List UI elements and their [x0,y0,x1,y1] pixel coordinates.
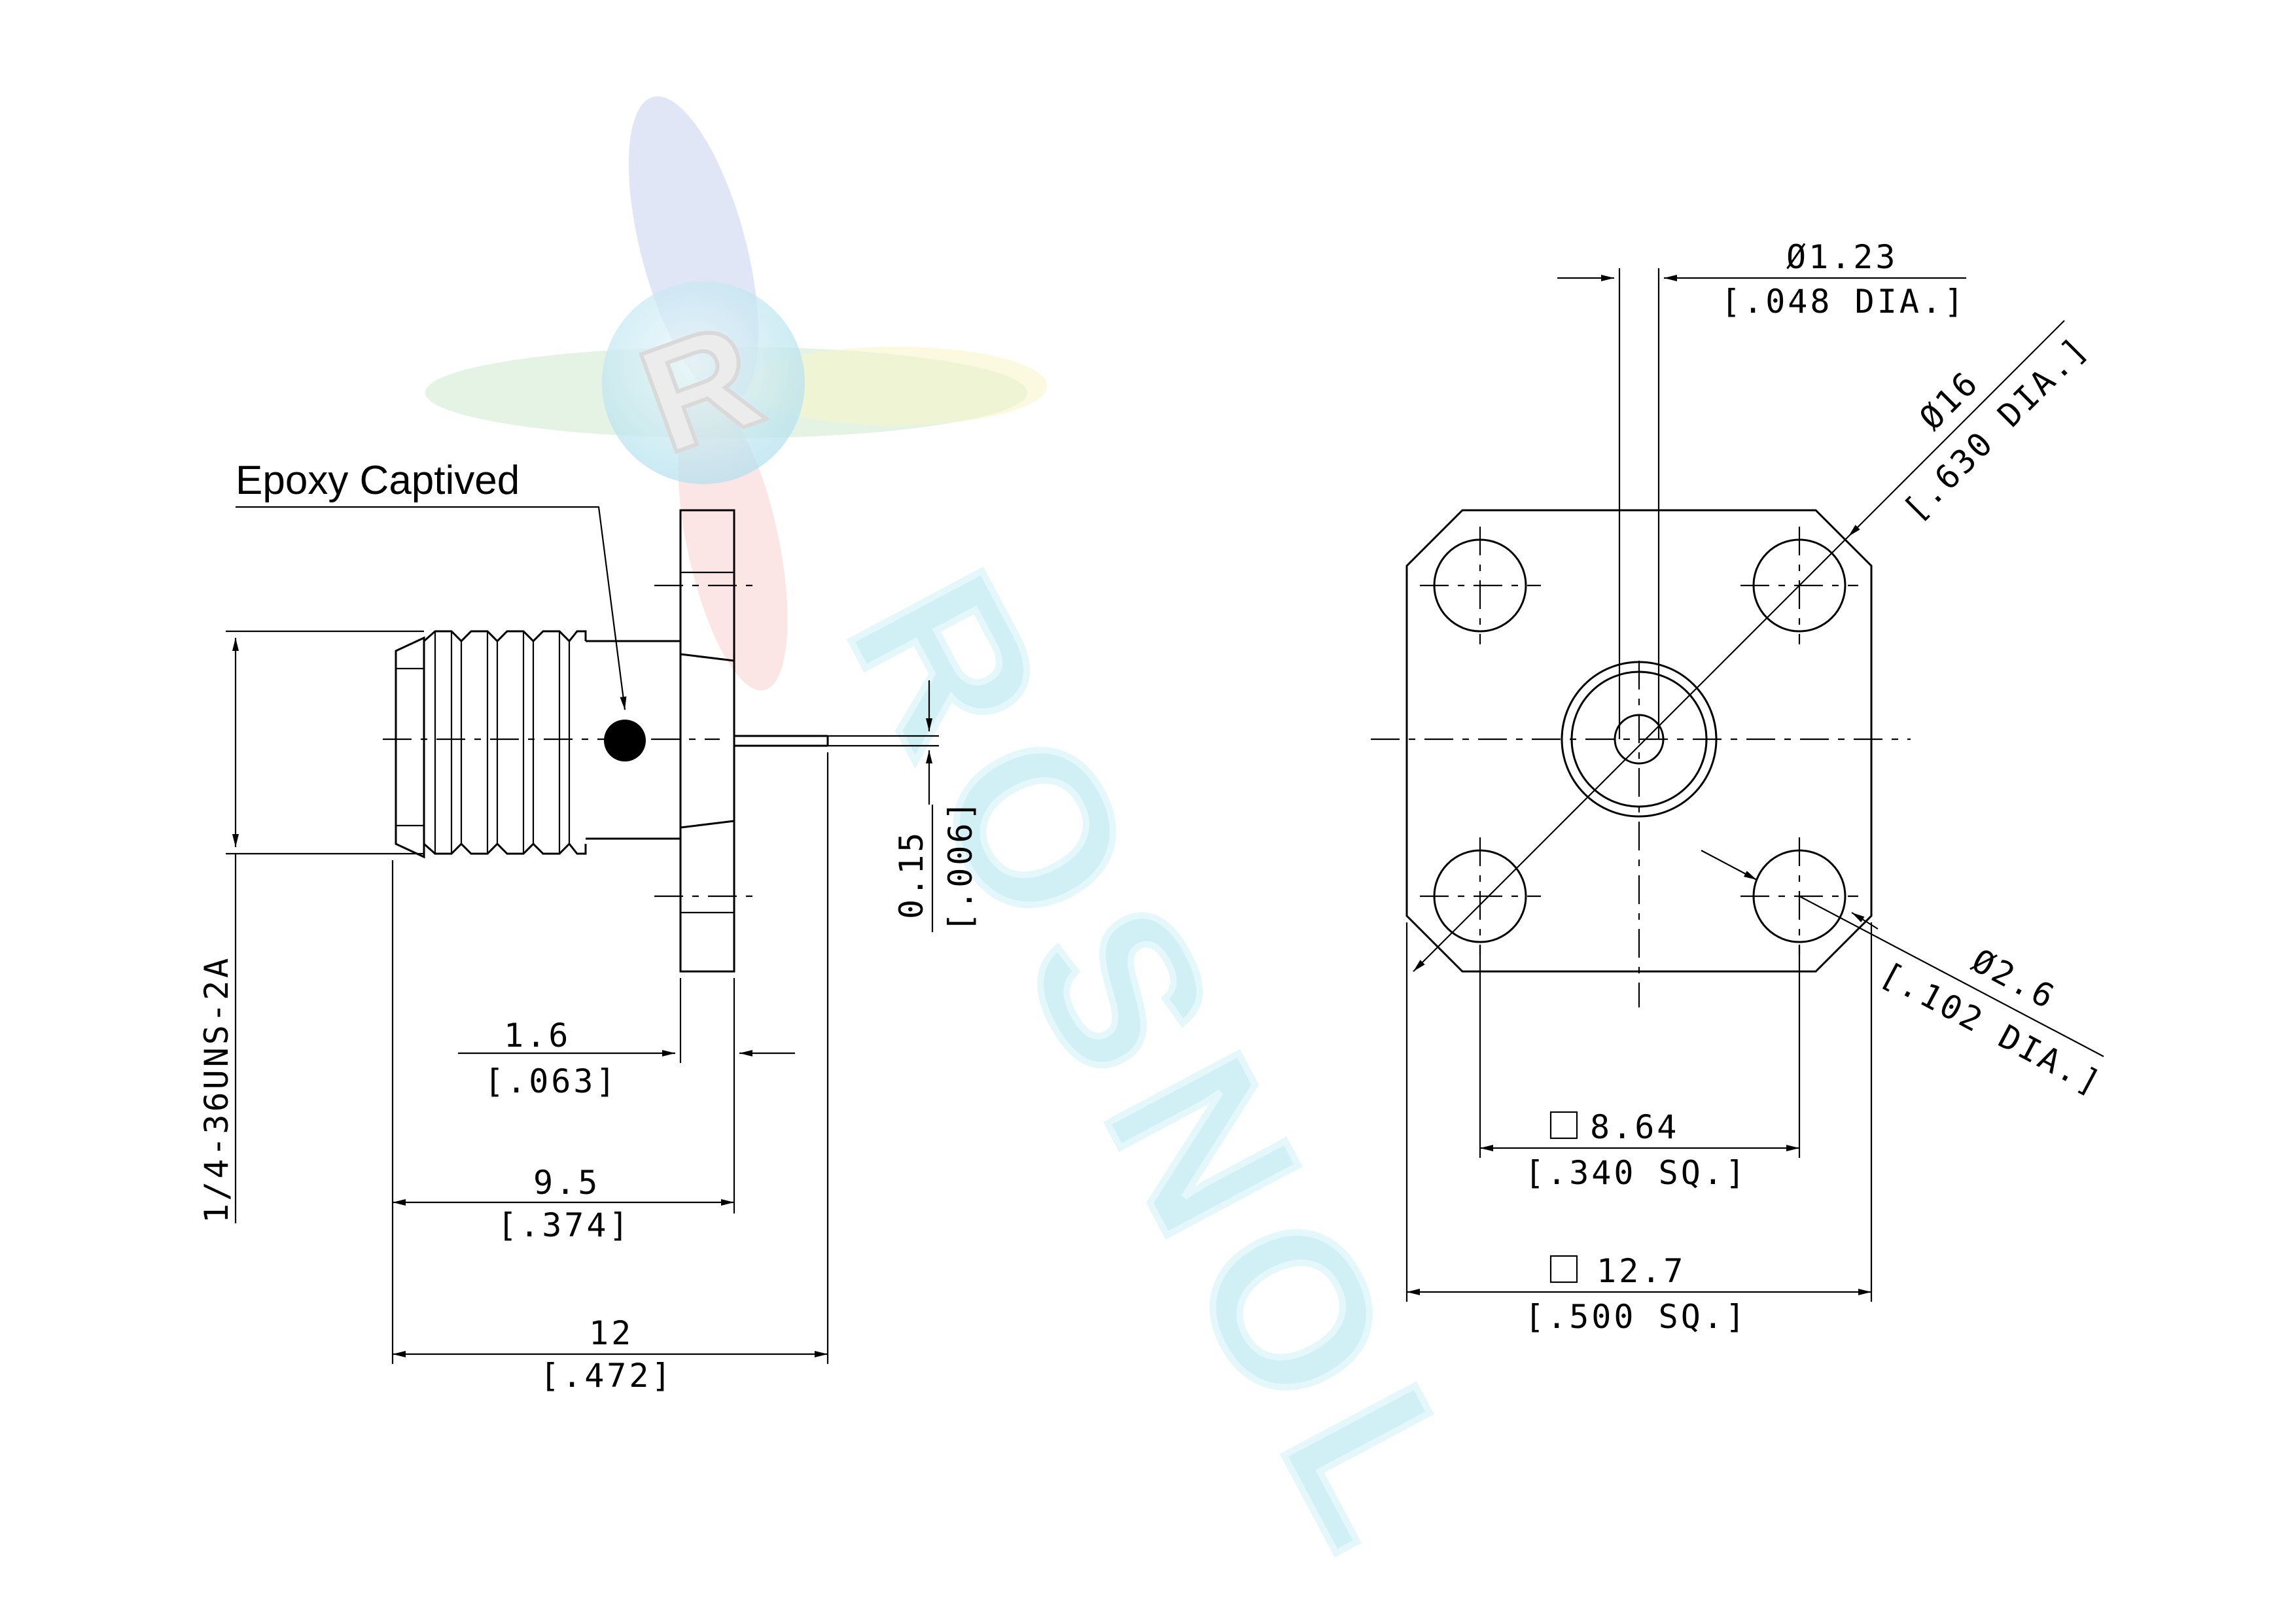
center-inner-ring [1570,671,1708,808]
center-pin [1614,714,1665,765]
threaded-body [395,636,425,859]
pin-offset-in: [.006] [942,798,980,932]
flange [679,509,735,973]
epoxy-callout-label: Epoxy Captived [236,458,520,503]
flange-outline [1405,509,1873,973]
pin-offset-mm: 0.15 [892,830,930,919]
mounting-hole [1420,527,1541,644]
square-symbol [1549,1111,1578,1140]
thread-profile-top [423,630,587,643]
body-length-in: [.374] [497,1206,631,1244]
mounting-hole [1420,837,1541,955]
flange-size-mm: 12.7 [1597,1252,1686,1290]
flange-thickness-in: [.063] [484,1062,618,1100]
thread-profile-bottom [423,842,587,855]
bolt-circle-in: [.630 DIA.] [1896,328,2096,529]
flange-thickness-mm: 1.6 [504,1017,571,1055]
flange-size-in: [.500 SQ.] [1525,1298,1748,1336]
overall-length-mm: 12 [589,1314,633,1352]
pin-diameter-in: [.048 DIA.] [1721,283,1966,321]
center-outer-ring [1561,661,1718,818]
front-view: Ø1.23 [.048 DIA.] Ø16 [.630 DIA.] Ø2.6 [… [1371,238,2109,1336]
pin-diameter-mm: Ø1.23 [1786,238,1898,276]
hole-spacing-mm: 8.64 [1590,1108,1679,1146]
body-length-mm: 9.5 [533,1164,600,1202]
thread-spec-label: 1/4-36UNS-2A [198,956,236,1223]
side-view: 1/4-36UNS-2A Epoxy Captived 0.15 [.006] … [198,458,980,1395]
overall-length-in: [.472] [540,1357,674,1395]
watermark-brand: ROSNOL [804,536,1524,1604]
hole-spacing-in: [.340 SQ.] [1525,1154,1748,1192]
square-symbol [1549,1255,1578,1283]
epoxy-dot [604,720,646,761]
